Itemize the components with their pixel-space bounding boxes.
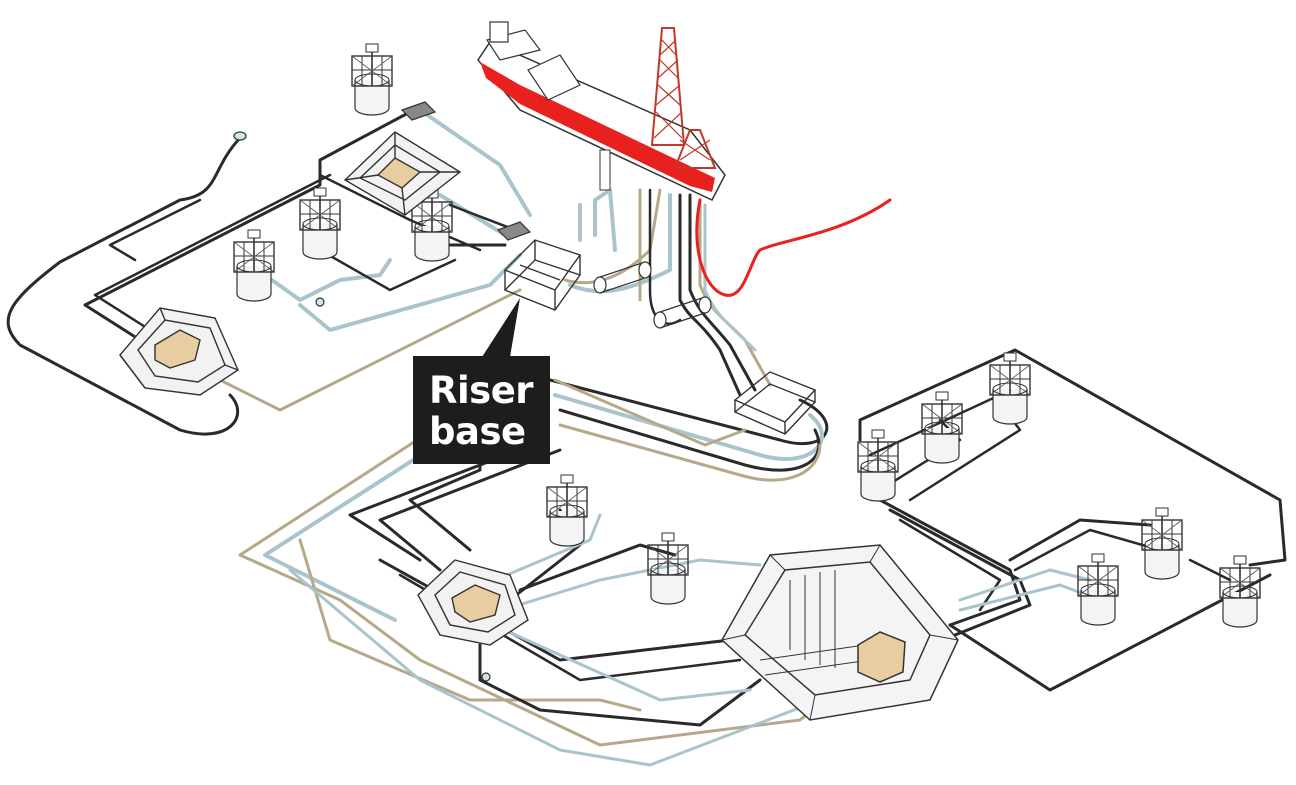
protection-pyramid xyxy=(343,131,462,216)
callout-line-1: Riser xyxy=(429,369,534,412)
manifold-mid xyxy=(733,371,817,435)
riser-base-structure xyxy=(503,239,582,311)
manifold-left xyxy=(119,307,239,396)
drilling-template xyxy=(721,544,959,721)
callout-line-2: base xyxy=(429,410,526,453)
fpso-vessel xyxy=(477,21,726,201)
riser-base-callout: Riser base xyxy=(413,356,550,464)
manifold-lower xyxy=(417,559,529,646)
